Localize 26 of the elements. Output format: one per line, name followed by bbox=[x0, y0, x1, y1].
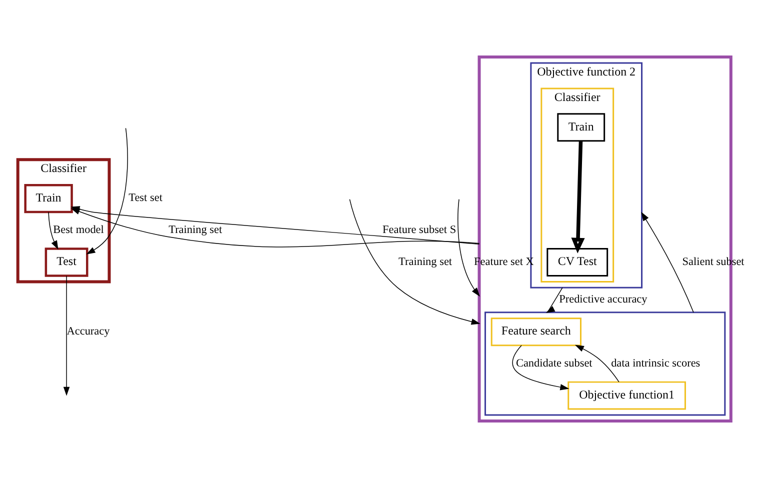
edge-label: Training set bbox=[398, 256, 452, 268]
arrow bbox=[458, 198, 480, 297]
edge-label: Accuracy bbox=[66, 326, 110, 338]
edge-label: Test set bbox=[128, 192, 162, 204]
node-box: Test bbox=[44, 248, 88, 277]
arrow bbox=[546, 287, 563, 313]
node-box: Train bbox=[557, 113, 606, 142]
arrow bbox=[349, 198, 480, 325]
node-box: Feature search bbox=[490, 318, 582, 346]
edge-label: Feature subset S bbox=[382, 224, 456, 236]
arrow bbox=[512, 345, 570, 390]
arrow bbox=[571, 140, 585, 254]
edge-label: Candidate subset bbox=[516, 357, 592, 370]
arrow bbox=[641, 212, 694, 313]
arrow bbox=[63, 275, 70, 396]
node-box: CV Test bbox=[546, 248, 608, 276]
cluster bbox=[484, 312, 726, 416]
arrow bbox=[86, 128, 128, 254]
edge-label: Best model bbox=[53, 224, 104, 236]
edge-label: data intrinsic scores bbox=[611, 357, 700, 370]
arrow bbox=[574, 344, 620, 382]
edge-label: Predictive accuracy bbox=[559, 294, 648, 306]
node-box: Train bbox=[24, 184, 73, 214]
arrow bbox=[48, 212, 58, 250]
node-box: Objective function1 bbox=[568, 381, 686, 410]
edge-label: Training set bbox=[168, 224, 222, 236]
